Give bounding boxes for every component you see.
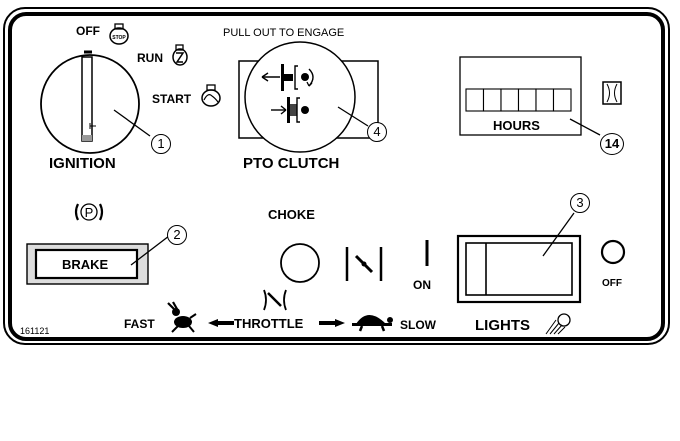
throttle-slow-label: SLOW: [400, 318, 436, 332]
callout-14: 14: [600, 133, 624, 155]
engine-stop-icon: STOP: [109, 23, 129, 45]
parking-brake-icon: P: [74, 203, 104, 221]
pto-knob[interactable]: [244, 41, 356, 153]
throttle-fast-label: FAST: [124, 317, 155, 331]
hour-meter-digits: [465, 88, 572, 112]
panel-inner-border: [8, 12, 665, 341]
choke-label: CHOKE: [268, 207, 315, 222]
hour-meter-digit: [500, 88, 520, 112]
svg-text:STOP: STOP: [112, 35, 126, 41]
ignition-key-slot-fill: [82, 135, 92, 141]
ignition-run-label: RUN: [137, 51, 163, 65]
engine-start-icon: [201, 84, 221, 107]
lights-off-label: OFF: [602, 278, 622, 289]
hour-meter-digit: [552, 88, 572, 112]
rabbit-icon: [167, 301, 197, 333]
pto-label: PTO CLUTCH: [243, 155, 340, 172]
throttle-open-icon: [263, 289, 287, 311]
svg-text:P: P: [85, 205, 94, 220]
hour-meter-digit: [482, 88, 502, 112]
headlight-icon: [545, 313, 571, 335]
ignition-switch[interactable]: [40, 50, 140, 154]
pto-clutch-switch[interactable]: [238, 41, 379, 153]
ignition-start-label: START: [152, 92, 192, 106]
callout-line-14: [569, 118, 601, 136]
part-number: 161121: [20, 326, 50, 336]
throttle-right-arrow[interactable]: [319, 319, 345, 327]
ignition-label: IGNITION: [49, 155, 116, 172]
hour-meter-digit: [465, 88, 485, 112]
lights-label: LIGHTS: [475, 317, 530, 334]
callout-4: 4: [367, 122, 387, 142]
choke-closed-icon: [345, 247, 383, 281]
throttle-left-arrow[interactable]: [208, 319, 234, 327]
callout-2: 2: [167, 225, 187, 245]
hour-meter: [459, 56, 582, 136]
engine-run-icon: [172, 44, 188, 66]
hour-meter-digit: [535, 88, 555, 112]
brake-switch[interactable]: [26, 243, 149, 285]
brake-label: BRAKE: [62, 257, 109, 272]
ignition-off-label: OFF: [76, 24, 100, 38]
callout-line-1: [113, 109, 151, 137]
choke-on-label: ON: [413, 278, 431, 292]
lights-switch[interactable]: [456, 234, 582, 304]
panel-outer-border: [3, 7, 670, 345]
callout-line-2: [130, 235, 170, 266]
turtle-icon: [352, 315, 393, 332]
pto-instruction: PULL OUT TO ENGAGE: [223, 27, 345, 39]
hours-label: HOURS: [493, 118, 540, 133]
callout-3: 3: [570, 193, 590, 213]
callout-line-4: [337, 106, 369, 127]
callout-1: 1: [151, 134, 171, 154]
ignition-dial[interactable]: [40, 54, 140, 154]
choke-knob[interactable]: [280, 243, 320, 283]
throttle-label: THROTTLE: [234, 316, 304, 331]
hour-meter-digit: [517, 88, 537, 112]
callout-line-3: [542, 212, 575, 257]
lights-off-indicator: [600, 239, 626, 265]
hourglass-icon: [602, 81, 622, 105]
